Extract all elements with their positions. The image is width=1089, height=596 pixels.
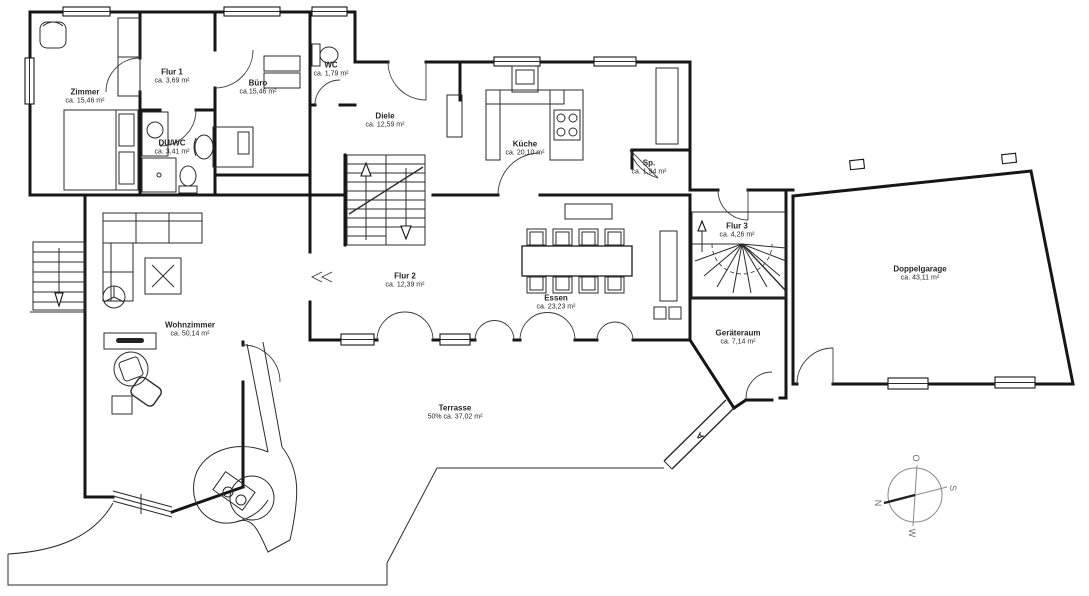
furniture (39, 17, 682, 415)
windows (24, 6, 1036, 390)
compass-east-label: O (911, 454, 921, 462)
exterior-stairs (30, 241, 86, 313)
compass-rose (883, 464, 948, 527)
main-staircase (346, 154, 426, 246)
compass-west-label: W (907, 528, 917, 538)
doors (105, 49, 834, 399)
spiral-staircase (691, 211, 787, 299)
terrace-outline (7, 341, 735, 586)
compass-south-label: S (948, 484, 958, 492)
compass-north-label: N (873, 499, 883, 507)
walls (28, 10, 1075, 514)
